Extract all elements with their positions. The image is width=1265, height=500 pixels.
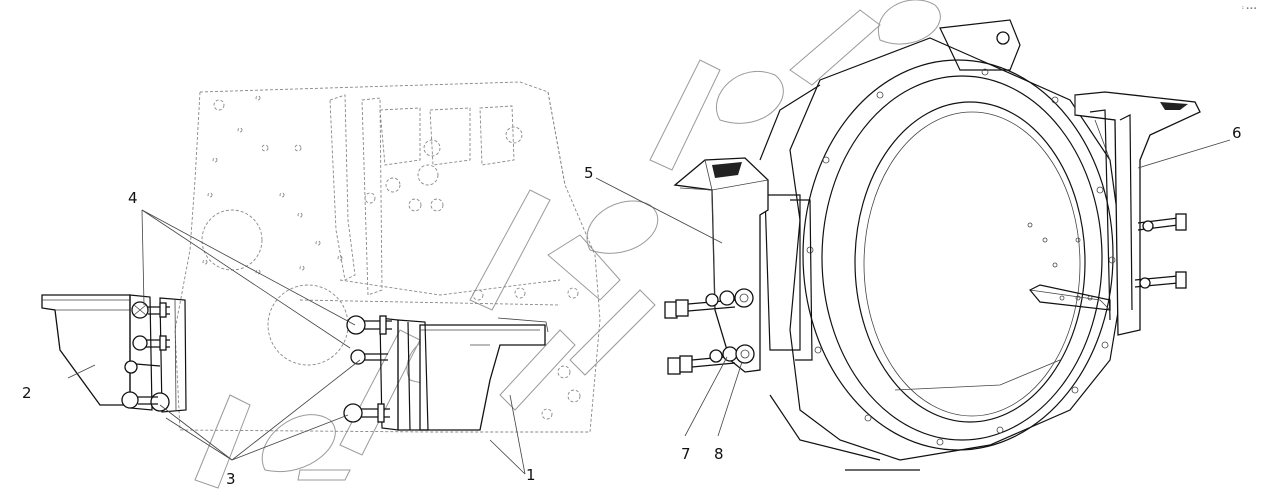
flywheel-housing	[759, 19, 1126, 471]
rear-mount-bracket	[1074, 91, 1201, 336]
right-mount-bracket	[379, 317, 549, 431]
callout-6: 6	[1232, 124, 1242, 142]
bolts-left-bracket	[121, 301, 170, 412]
watermark	[194, 0, 941, 489]
housing-bolt-holes	[806, 68, 1116, 446]
callout-2: 2	[22, 384, 32, 402]
callout-3: 3	[226, 470, 236, 488]
left-mount-bracket	[41, 294, 187, 413]
bolts-rear-bracket	[1134, 213, 1187, 289]
callout-5: 5	[584, 164, 594, 182]
bolts-right-mount	[343, 315, 392, 423]
callout-8: 8	[714, 445, 724, 463]
engine-block-ghost	[174, 81, 601, 433]
callout-4: 4	[128, 189, 138, 207]
leader-lines-right	[595, 139, 1231, 437]
corner-mark: ⹀ ∙∙∙	[1241, 5, 1257, 12]
leader-lines-left	[67, 209, 526, 475]
callout-1: 1	[526, 466, 536, 484]
front-mount-bracket	[673, 157, 813, 373]
callout-7: 7	[681, 445, 691, 463]
